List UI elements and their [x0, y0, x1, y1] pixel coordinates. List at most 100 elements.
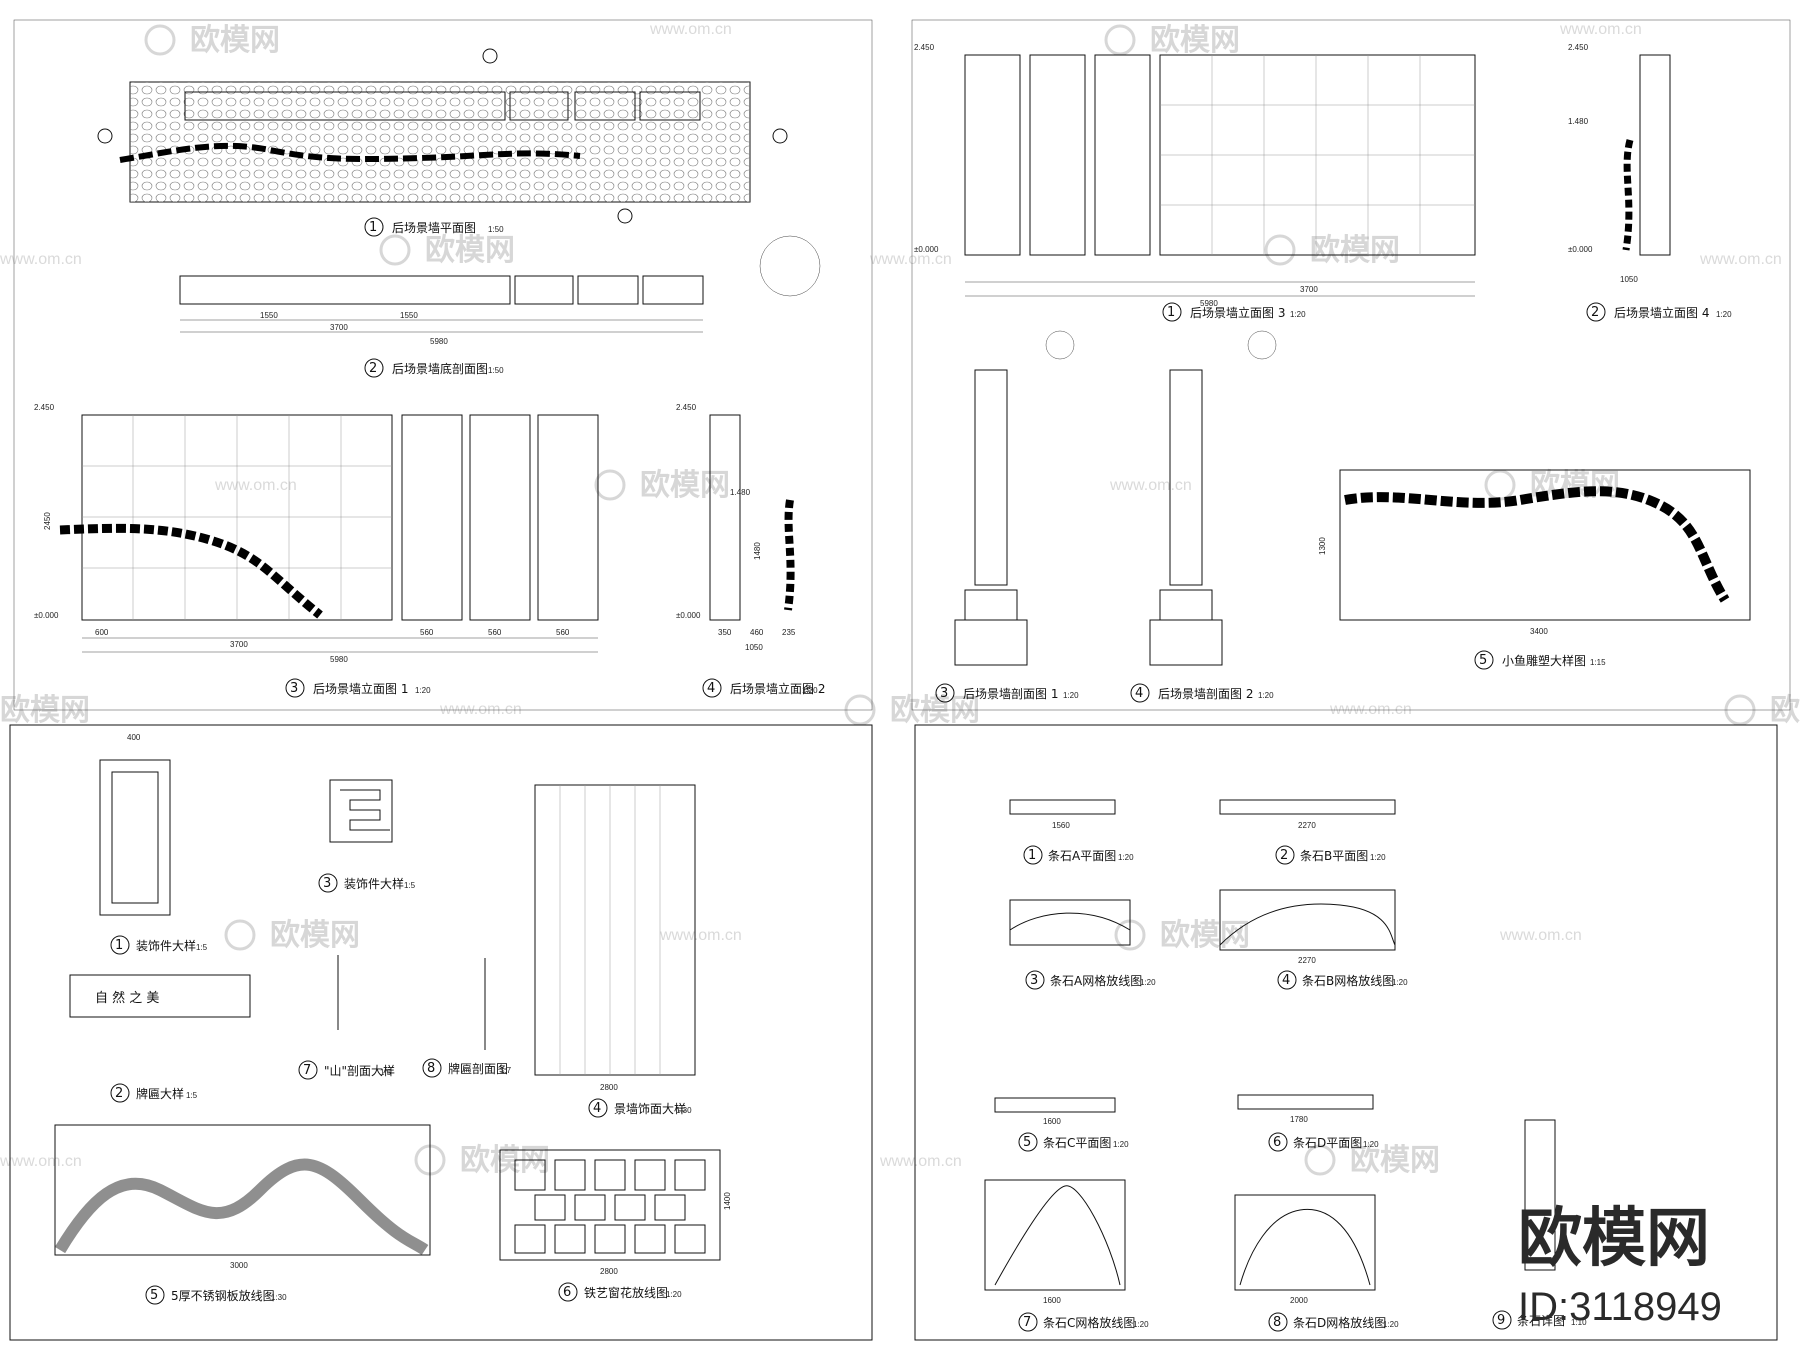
drawing-number-circle: [588, 1098, 608, 1118]
sheet-bottom-right: 1560 1 条石A平面图 1:20 2270 2 条石B平面图 1:20 3 …: [914, 724, 1778, 1341]
wall-panel-narrow: [1029, 54, 1086, 256]
drawing-title: 条石C网格放线图: [1043, 1315, 1135, 1330]
foundation: [954, 619, 1028, 666]
watermark-text: 欧模网: [270, 918, 360, 953]
watermark-logo-icon: [224, 919, 256, 951]
drawing-scale: 1:7: [500, 1066, 512, 1075]
dim-label: 3400: [1530, 627, 1548, 636]
stone-b-grid: 2270 4 条石B网格放线图 1:20: [1219, 889, 1408, 990]
dim-label: 1300: [1318, 537, 1327, 555]
elevation-mark: 2.450: [1568, 43, 1589, 52]
watermark-text: 欧模网: [890, 693, 980, 728]
dim-label: 2800: [600, 1083, 618, 1092]
watermark-url: www.om.cn: [879, 1153, 962, 1170]
drawing-scale: 1:10: [1571, 1318, 1587, 1327]
panel-grid: [1160, 55, 1475, 255]
sheet-bottom-left: 400 1 装饰件大样 1:5 自 然 之 美 2 牌匾大样 1:5 3 装饰件…: [9, 724, 873, 1341]
drawing-scale: 1:20: [1716, 310, 1732, 319]
stone-profile: [1009, 912, 1131, 931]
elevation-4: 2.450 1.480 ±0.000 1050 2 后场景墙立面图 4 1:20: [1568, 43, 1732, 322]
drawing-number-circle: [558, 1282, 578, 1302]
drawing-number: 7: [303, 1063, 311, 1078]
wall-panel-narrow: [964, 54, 1021, 256]
dim-label: 1780: [1290, 1115, 1308, 1124]
fish-sculpture-elevation: [59, 523, 323, 619]
drawing-number: 5: [1023, 1135, 1031, 1150]
watermark-url: www.om.cn: [0, 251, 82, 268]
drawing-scale: 1:15: [1590, 658, 1606, 667]
layout-grid: [1009, 899, 1131, 946]
stone-c-plan: 1600 5 条石C平面图 1:20: [994, 1097, 1129, 1152]
watermark-text: 欧模网: [425, 233, 515, 268]
watermark-url: www.om.cn: [0, 1153, 82, 1170]
drawing-title: 后场景墙立面图 3: [1190, 305, 1285, 320]
drawing-title: 装饰件大样: [136, 938, 196, 953]
elevation-3: 2.450 ±0.000 3700 5980 1 后场景墙立面图 3 1:20: [914, 43, 1476, 322]
plaque-text: 自 然 之 美: [95, 990, 159, 1006]
sheet-border: [914, 724, 1778, 1341]
drawing-number-circle: [285, 678, 305, 698]
stone-section: [1524, 1119, 1556, 1271]
foundation: [1149, 619, 1223, 666]
drawing-number-circle: [1275, 845, 1295, 865]
dim-label: 1480: [753, 542, 762, 560]
fish-sculpture-detail: 3400 1300 5 小鱼雕塑大样图 1:15: [1318, 469, 1751, 670]
dim-label: 560: [488, 628, 502, 637]
drawing-number: 8: [1273, 1315, 1281, 1330]
drawing-scale: 1:20: [1140, 978, 1156, 987]
drawing-number: 4: [707, 681, 715, 696]
drawing-number-circle: [110, 1083, 130, 1103]
watermark-text: 欧模网: [1150, 23, 1240, 58]
mountain-section-detail: 7 "山"剖面大样 1:5: [298, 955, 395, 1080]
drawing-number: 1: [1028, 848, 1036, 863]
drawing-number: 4: [1135, 686, 1143, 701]
window-frame: [499, 1149, 721, 1261]
fish-sculpture-plan: [119, 142, 581, 163]
dim-label: 2800: [600, 1267, 618, 1276]
detail-callout-circle: [759, 235, 821, 297]
dim-label: 400: [127, 733, 141, 742]
drawing-scale: 1:20: [666, 1290, 682, 1299]
drawing-scale: 1:20: [1063, 691, 1079, 700]
drawing-title: 牌匾剖面图: [448, 1062, 508, 1076]
drawing-number-circle: [1277, 970, 1297, 990]
stone-detail: 9 条石详图 1:10: [1492, 1119, 1587, 1330]
dim-label: 3700: [330, 323, 348, 332]
detail-callout-circle: [1247, 330, 1277, 360]
elevation-mark: ±0.000: [914, 245, 939, 254]
drawing-number: 1: [1167, 305, 1175, 320]
dim-label: 560: [556, 628, 570, 637]
watermark-text: 欧模网: [640, 468, 730, 503]
wall-panel-narrow: [469, 414, 531, 621]
drawing-number: 6: [563, 1285, 571, 1300]
drawing-scale: 1:5: [380, 1068, 392, 1077]
drawing-scale: 1:50: [488, 366, 504, 375]
ornament-square: [329, 779, 393, 843]
fish-school: [1344, 486, 1730, 603]
drawing-number: 5: [150, 1288, 158, 1303]
section-marker-icon: [617, 208, 633, 224]
drawing-scale: 1:20: [1133, 1320, 1149, 1329]
drawing-scale: 1:20: [1392, 978, 1408, 987]
sculpture-grid: [1339, 469, 1751, 621]
panel-grid: [82, 415, 392, 620]
watermark-text: 欧模网: [190, 23, 280, 58]
dim-label: 1550: [260, 311, 278, 320]
drawing-scale: 1:20: [1363, 1140, 1379, 1149]
watermark-logo-icon: [1264, 234, 1296, 266]
wall-panel-narrow: [1094, 54, 1151, 256]
base-section: [642, 275, 704, 305]
drawing-number-circle: [1018, 1312, 1038, 1332]
dim-label: 2450: [43, 512, 52, 530]
drawing-title: 后场景墙立面图 2: [730, 681, 825, 696]
drawing-number-circle: [1586, 302, 1606, 322]
watermark-url: www.om.cn: [869, 251, 952, 268]
wall-panel-narrow: [401, 414, 463, 621]
wall-section: [974, 369, 1008, 586]
finish-panel: [534, 784, 696, 1076]
drawing-number: 2: [115, 1086, 123, 1101]
wall-section: [1169, 369, 1203, 586]
plan-view: 1 后场景墙平面图 1:50: [97, 48, 788, 237]
drawing-number: 4: [1282, 973, 1290, 988]
